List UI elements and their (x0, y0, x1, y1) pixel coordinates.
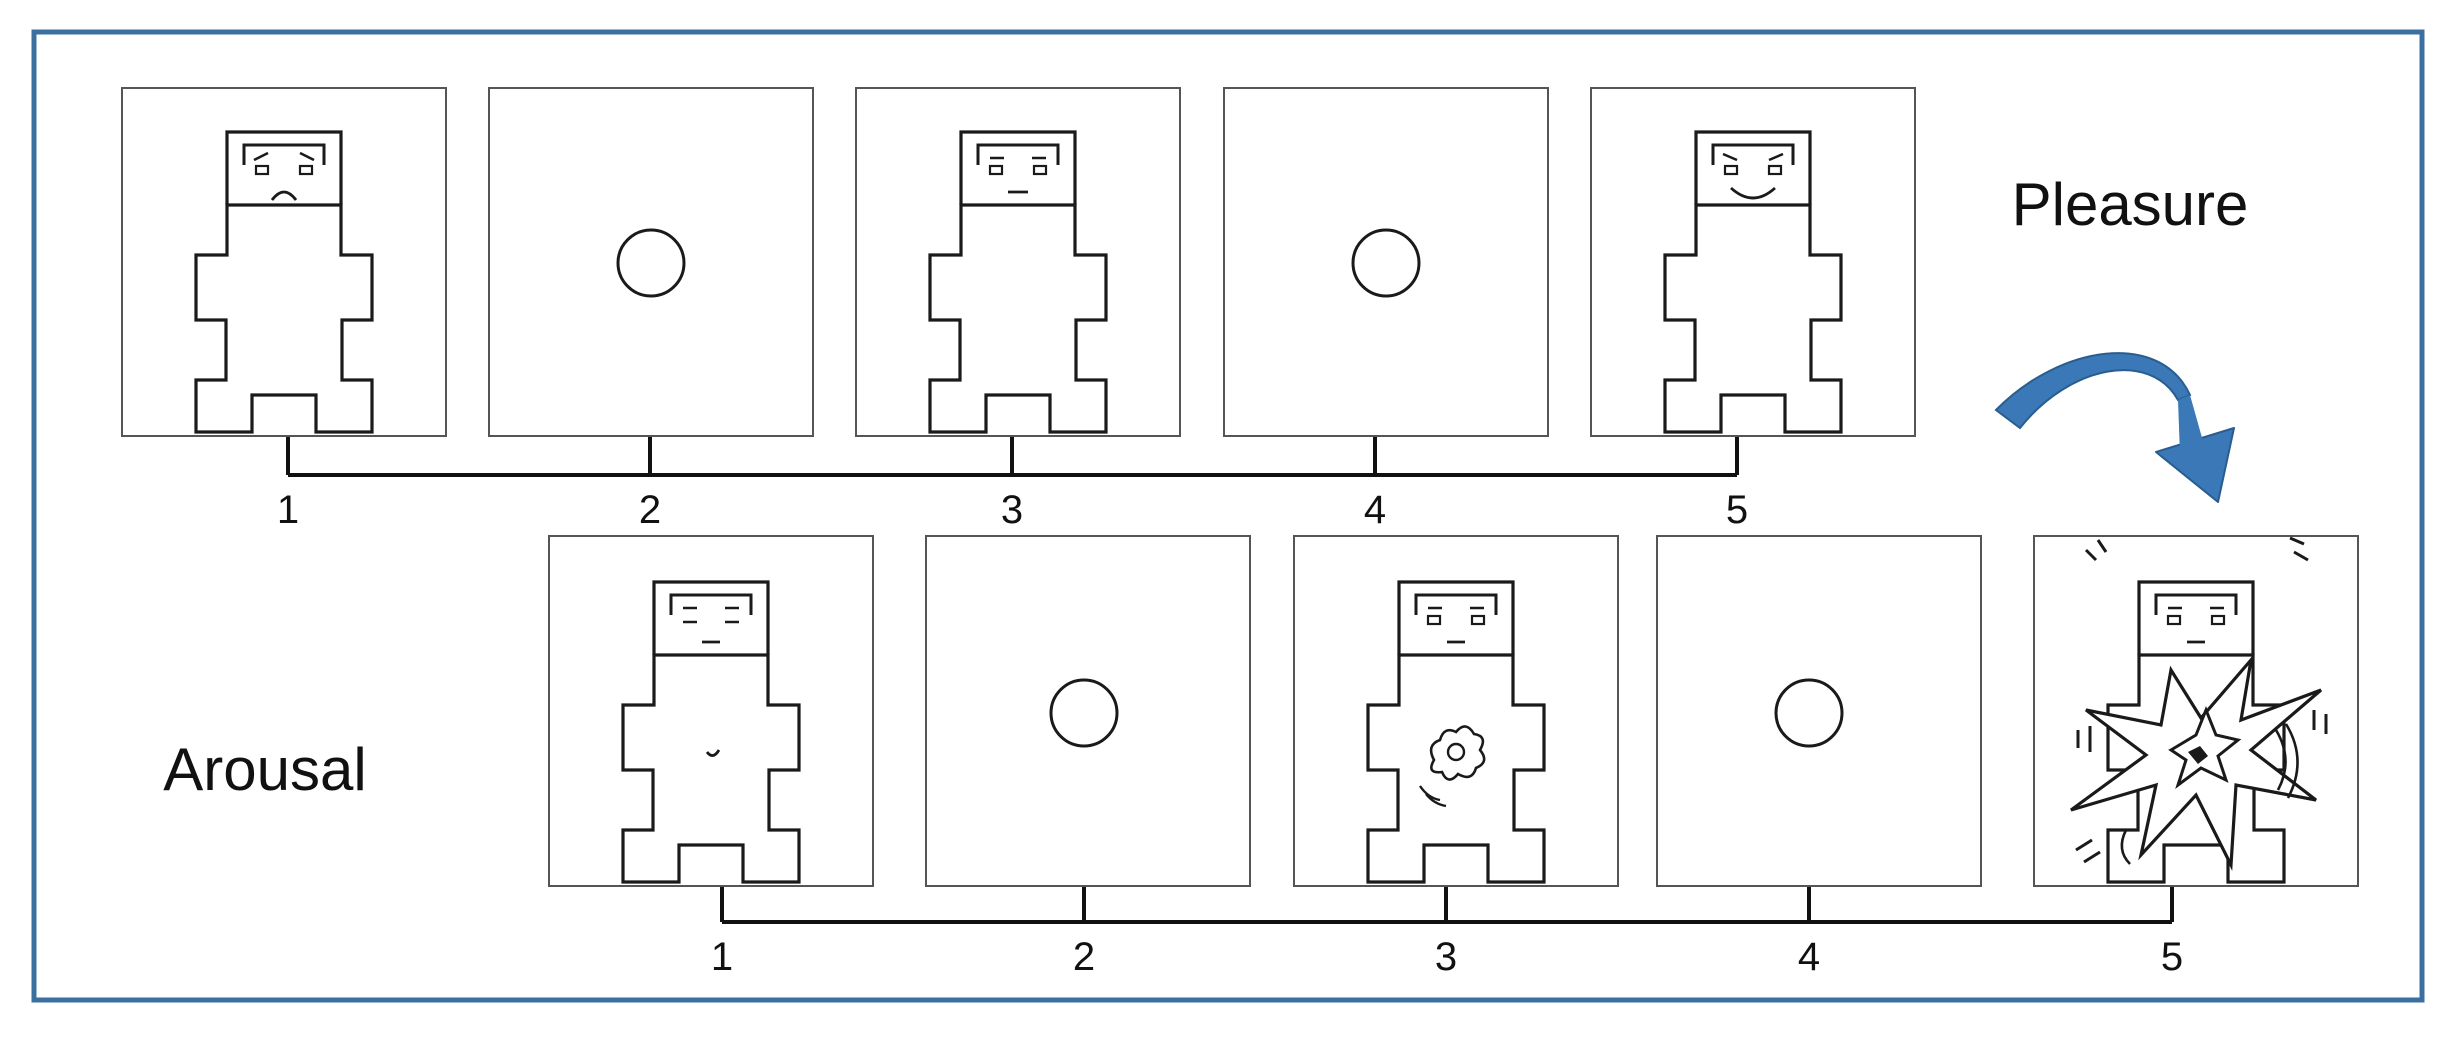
calm-figure-icon (621, 580, 801, 884)
arousal-panel-3 (1293, 535, 1619, 887)
medium-arousal-figure-icon (1366, 580, 1546, 884)
pleasure-label: Pleasure (2012, 171, 2249, 238)
pleasure-scale: 1 2 3 4 5 Pleasure (121, 87, 2249, 532)
sad-figure-icon (194, 130, 374, 434)
happy-figure-icon (1663, 130, 1843, 434)
arousal-point-4: 4 (1798, 935, 1820, 979)
circle-icon (1351, 228, 1421, 298)
arousal-point-1: 1 (711, 935, 733, 979)
circle-icon (616, 228, 686, 298)
arousal-point-2: 2 (1073, 935, 1095, 979)
circle-icon (1049, 678, 1119, 748)
arousal-panel-1 (548, 535, 874, 887)
pleasure-panel-2 (488, 87, 814, 437)
pleasure-panel-5 (1590, 87, 1916, 437)
outer-frame (31, 29, 2425, 1003)
arousal-panel-2 (925, 535, 1251, 887)
arousal-point-3: 3 (1435, 935, 1457, 979)
pleasure-panel-1 (121, 87, 447, 437)
high-arousal-figure-icon (2070, 536, 2328, 884)
pleasure-point-4: 4 (1364, 488, 1386, 532)
pleasure-point-1: 1 (277, 488, 299, 532)
pleasure-point-5: 5 (1726, 488, 1748, 532)
pleasure-point-3: 3 (1001, 488, 1023, 532)
arousal-point-5: 5 (2161, 935, 2183, 979)
neutral-figure-icon (928, 130, 1108, 434)
circle-icon (1774, 678, 1844, 748)
pleasure-panel-3 (855, 87, 1181, 437)
pleasure-point-2: 2 (639, 488, 661, 532)
arousal-label: Arousal (163, 736, 366, 803)
curved-arrow-icon (1994, 352, 2235, 503)
pleasure-panel-4 (1223, 87, 1549, 437)
arousal-scale: 1 2 3 4 5 Arousal (163, 535, 2359, 979)
arousal-panel-4 (1656, 535, 1982, 887)
